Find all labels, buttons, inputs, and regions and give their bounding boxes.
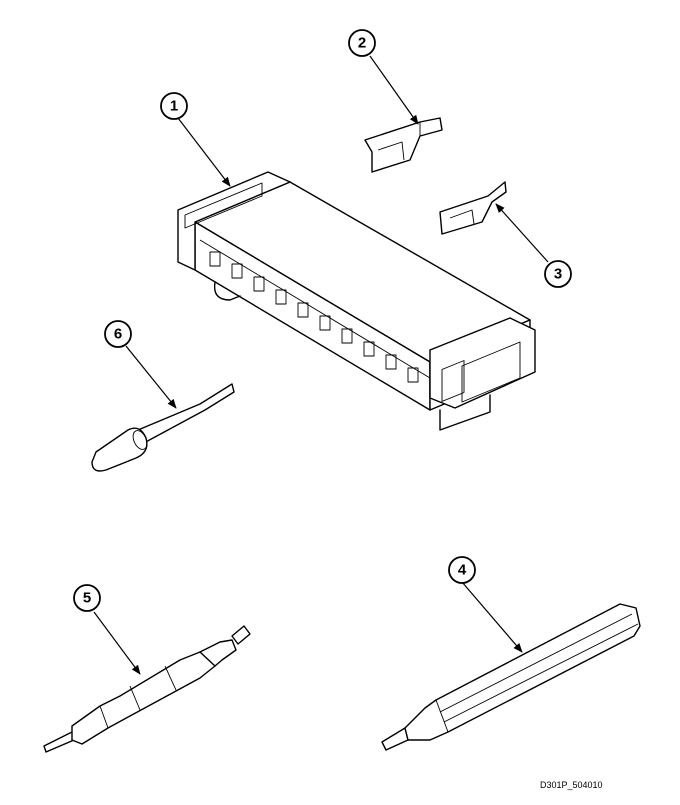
hex-tool-part-4 <box>381 603 641 751</box>
probe-tool-part-6 <box>91 383 235 472</box>
callout-1: 1 <box>160 92 188 120</box>
connector-housing <box>177 171 536 431</box>
callout-3: 3 <box>544 260 572 288</box>
callout-5-label: 5 <box>83 590 91 607</box>
callout-5: 5 <box>73 584 101 612</box>
callout-6-label: 6 <box>114 326 122 343</box>
terminal-part-3 <box>439 181 507 235</box>
callout-2: 2 <box>348 29 376 57</box>
callout-3-label: 3 <box>554 266 562 283</box>
callout-6: 6 <box>104 320 132 348</box>
callout-1-label: 1 <box>170 98 178 115</box>
terminal-part-2 <box>364 117 443 173</box>
callout-4: 4 <box>448 556 476 584</box>
leader-lines <box>93 55 549 675</box>
callout-4-label: 4 <box>458 562 467 579</box>
pin-tool-part-5 <box>43 625 251 753</box>
callout-2-label: 2 <box>358 35 366 52</box>
drawing-code: D301P_504010 <box>540 780 603 790</box>
